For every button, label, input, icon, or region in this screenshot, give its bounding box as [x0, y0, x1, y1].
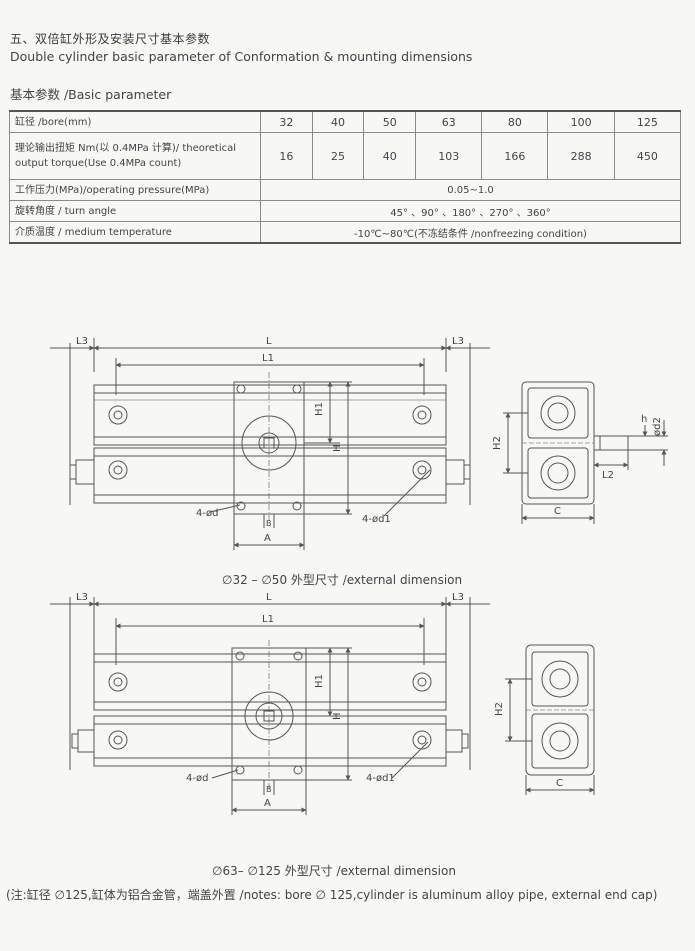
d1-label-4d1: 4-ød1	[362, 514, 391, 525]
drawing2-side-view	[505, 644, 595, 795]
d2-label-H2: H2	[494, 702, 505, 716]
angle-value: 45° 、90° 、180° 、270° 、360°	[260, 200, 681, 222]
basic-param-title: 基本参数 /Basic parameter	[10, 87, 172, 102]
d2-label-C: C	[556, 778, 563, 789]
parameter-table: 缸径 /bore(mm) 32 40 50 63 80 100 125 理论输出…	[9, 110, 682, 244]
d2-label-4d1: 4-ød1	[366, 773, 395, 784]
d1-label-L: L	[266, 336, 272, 347]
d1-label-h: h	[641, 414, 647, 425]
d2-label-L3-left: L3	[76, 592, 88, 603]
section-title-en: Double cylinder basic parameter of Confo…	[10, 49, 473, 64]
d1-label-C: C	[554, 506, 561, 517]
section-title: 五、双倍缸外形及安装尺寸基本参数	[10, 32, 211, 46]
torque-row: 理论输出扭矩 Nm(以 0.4MPa 计算)/ theoretical outp…	[9, 132, 682, 180]
bore-value: 32	[260, 110, 313, 133]
d2-label-H1: H1	[314, 674, 325, 688]
d2-label-L1: L1	[262, 614, 274, 625]
d1-label-L2: L2	[602, 470, 614, 481]
d1-label-L1: L1	[262, 353, 274, 364]
d1-label-A: A	[264, 533, 271, 544]
d2-label-A: A	[264, 798, 271, 809]
torque-value: 166	[481, 132, 549, 180]
torque-value: 25	[311, 132, 365, 180]
drawing1-front-view	[50, 338, 490, 550]
d1-label-H: H	[332, 444, 343, 452]
torque-value: 450	[613, 132, 682, 180]
medium-label: 介质温度 / medium temperature	[9, 221, 261, 244]
torque-value: 40	[363, 132, 417, 180]
drawing2-front-view	[50, 597, 490, 815]
d1-label-H2: H2	[492, 436, 503, 450]
d2-label-L: L	[266, 592, 272, 603]
d1-label-H1: H1	[314, 402, 325, 416]
bore-value: 80	[481, 110, 549, 133]
d2-label-L3-right: L3	[452, 592, 464, 603]
torque-label-line1: 理论输出扭矩 Nm(以 0.4MPa 计算)/ theoretical	[15, 143, 237, 154]
d1-label-L3-right: L3	[452, 336, 464, 347]
d2-label-B: B	[266, 785, 272, 794]
medium-value: -10℃~80℃(不冻结条件 /nonfreezing condition)	[260, 221, 681, 244]
d2-label-H: H	[332, 712, 343, 720]
drawing1-side-view	[503, 381, 668, 524]
medium-row: 介质温度 / medium temperature -10℃~80℃(不冻结条件…	[9, 221, 681, 244]
d1-label-B: B	[266, 519, 272, 528]
bore-row: 缸径 /bore(mm) 32 40 50 63 80 100 125	[9, 110, 682, 133]
torque-label-line2: output torque(Use 0.4MPa count)	[15, 158, 182, 169]
d1-label-4d: 4-ød	[196, 508, 218, 519]
d2-label-4d: 4-ød	[186, 773, 208, 784]
d1-label-L3-left: L3	[76, 336, 88, 347]
footnote: (注:缸径 ∅125,缸体为铝合金管，端盖外置 /notes: bore ∅ 1…	[6, 888, 658, 902]
drawing1-caption: ∅32 – ∅50 外型尺寸 /external dimension	[222, 573, 463, 587]
angle-row: 旋转角度 / turn angle 45° 、90° 、180° 、270° 、…	[9, 200, 681, 222]
d1-label-d2: ød2	[652, 417, 663, 436]
torque-label: 理论输出扭矩 Nm(以 0.4MPa 计算)/ theoretical outp…	[9, 132, 261, 180]
drawing2-caption: ∅63– ∅125 外型尺寸 /external dimension	[212, 864, 456, 878]
